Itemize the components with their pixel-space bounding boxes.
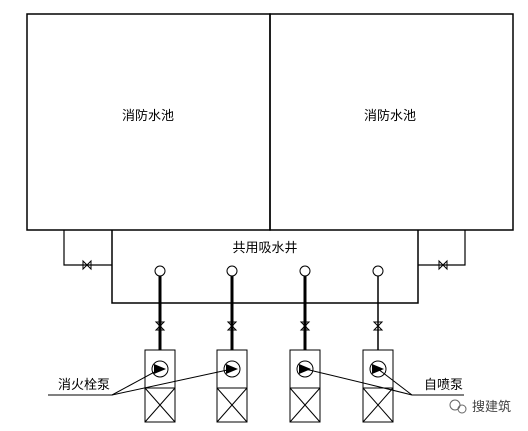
watermark: 搜建筑 [449, 399, 511, 415]
valve-icon [372, 321, 384, 331]
wechat-icon [449, 399, 467, 414]
fire-water-tank-left: 消防水池 [26, 13, 271, 231]
leader-line [377, 368, 413, 396]
suction-inlet-icon [154, 265, 166, 277]
hydrant-pumps-label: 消火栓泵 [58, 378, 110, 393]
valve-icon [226, 321, 238, 331]
hydrant-pumps-callout: 消火栓泵 [48, 368, 233, 396]
pump-base [289, 387, 321, 423]
suction-inlet-icon [299, 265, 311, 277]
sprinkler-pumps-label: 自喷泵 [424, 378, 463, 393]
pump-unit-2 [216, 265, 248, 423]
tank-right-label: 消防水池 [364, 108, 416, 124]
suction-well-label: 共用吸水井 [232, 241, 297, 256]
pump-unit-1 [144, 265, 176, 423]
connecting-pipe-right [418, 230, 466, 271]
leader-line [304, 368, 413, 396]
suction-inlet-icon [372, 265, 384, 277]
connecting-pipe-left [63, 230, 112, 271]
pump-unit-4 [362, 265, 394, 423]
shared-suction-well: 共用吸水井 [111, 230, 419, 304]
pump-base [216, 387, 248, 423]
leader-line [111, 368, 161, 396]
pump-base [144, 387, 176, 423]
valve-icon [154, 321, 166, 331]
valve-icon [82, 259, 92, 271]
valve-icon [438, 259, 448, 271]
sprinkler-pumps-callout: 自喷泵 [304, 368, 464, 396]
valve-icon [299, 321, 311, 331]
pump-base [362, 387, 394, 423]
suction-inlet-icon [226, 265, 238, 277]
pump-unit-3 [289, 265, 321, 423]
watermark-text: 搜建筑 [472, 399, 511, 415]
tank-left-label: 消防水池 [122, 108, 174, 124]
fire-water-tank-right: 消防水池 [269, 13, 514, 231]
leader-line [111, 368, 233, 396]
